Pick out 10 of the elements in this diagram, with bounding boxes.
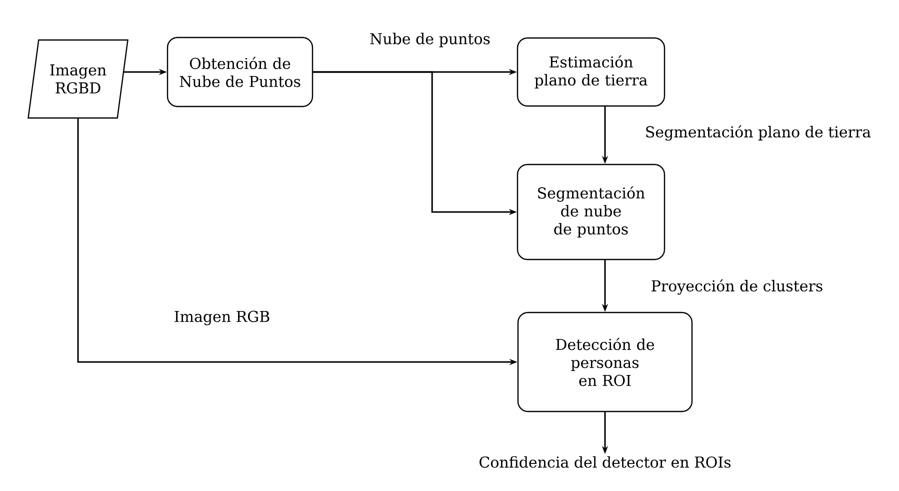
- output-text: Confidencia del detector en ROIs: [480, 456, 731, 468]
- edge-label: Imagen RGB: [172, 310, 272, 326]
- edge-label: Segmentación plano de tierra: [644, 124, 872, 142]
- input-parallelogram: Imagen RGBD: [28, 39, 128, 119]
- process-box: Estimación plano de tierra: [516, 37, 666, 107]
- process-box: Segmentación de nube de puntos: [516, 164, 666, 260]
- edge-label: Nube de puntos: [368, 32, 492, 48]
- edge-label: Proyección de clusters: [650, 278, 824, 296]
- process-box: Obtención de Nube de Puntos: [166, 36, 314, 108]
- process-box: Detección de personas en ROI: [517, 312, 693, 412]
